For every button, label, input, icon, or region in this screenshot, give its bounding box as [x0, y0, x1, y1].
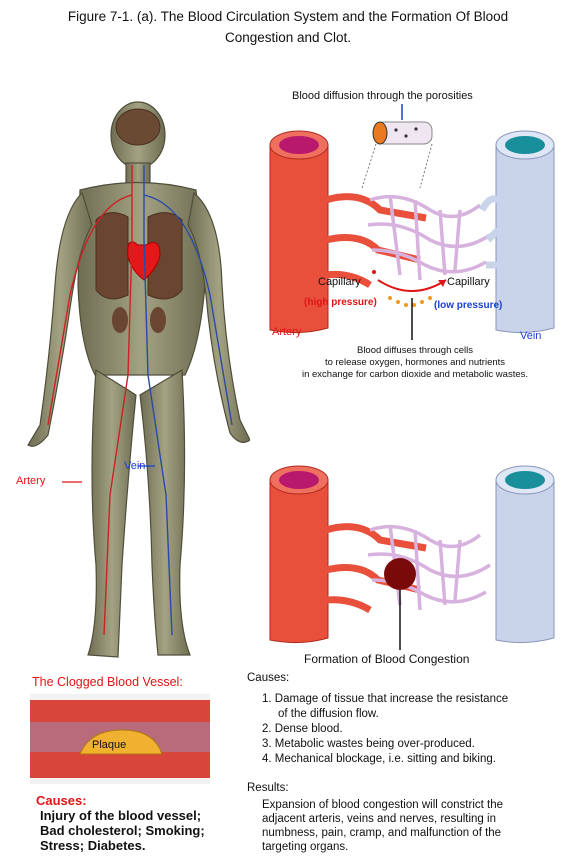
- figure-title: Figure 7-1. (a). The Blood Circulation S…: [0, 6, 576, 48]
- left-lung: [95, 212, 129, 300]
- capillary-network: [367, 194, 491, 281]
- heart-icon: [127, 241, 161, 281]
- left-kidney: [112, 307, 128, 333]
- right-kidney: [150, 307, 166, 333]
- results-line: numbness, pain, cramp, and malfunction o…: [262, 827, 502, 839]
- capillary-right-label: Capillary: [447, 276, 490, 288]
- body-vein-label: Vein: [124, 460, 146, 472]
- porous-tube-icon: [372, 121, 433, 145]
- vessel-wall-top: [30, 700, 210, 722]
- blood-vessels: [47, 165, 233, 636]
- clogged-cause-line: Stress; Diabetes.: [40, 838, 146, 853]
- brain: [115, 108, 161, 146]
- list-item: 3. Metabolic wastes being over-produced.: [262, 738, 475, 750]
- diffusion-vein-label: Vein: [520, 330, 542, 342]
- low-pressure-label: (low pressure): [434, 300, 503, 311]
- vessel-wall-bottom: [30, 752, 210, 778]
- list-item: of the diffusion flow.: [278, 708, 379, 720]
- right-lung: [147, 212, 183, 300]
- congestion-diagram: [269, 465, 555, 650]
- congestion-causes-heading: Causes:: [247, 672, 290, 684]
- figure-title-line2: Congestion and Clot.: [224, 30, 352, 45]
- clogged-causes-text: Injury of the blood vessel; Bad choleste…: [40, 808, 205, 853]
- clogged-cause-line: Bad cholesterol; Smoking;: [40, 823, 205, 838]
- list-item: 2. Dense blood.: [262, 723, 343, 735]
- clogged-cause-line: Injury of the blood vessel;: [40, 808, 202, 823]
- vein-vessel: [478, 130, 555, 334]
- plaque-deposit: [79, 729, 163, 755]
- diffusion-artery-label: Artery: [272, 326, 302, 338]
- results-heading: Results:: [247, 782, 289, 794]
- list-item: 1. Damage of tissue that increase the re…: [262, 693, 509, 705]
- list-item: 4. Mechanical blockage, i.e. sitting and…: [262, 753, 496, 765]
- diffusion-caption-line: Blood diffuses through cells: [356, 345, 473, 356]
- plaque-label: Plaque: [92, 739, 127, 751]
- high-pressure-label: (high pressure): [304, 297, 377, 308]
- body-artery-label: Artery: [16, 475, 46, 487]
- diffusion-diagram: [269, 104, 555, 340]
- congestion-causes-list: 1. Damage of tissue that increase the re…: [262, 692, 508, 767]
- vein-vessel: [495, 465, 555, 644]
- body-silhouette: [27, 101, 250, 658]
- flow-arrow: [377, 279, 447, 292]
- congestion-caption: Formation of Blood Congestion: [304, 652, 470, 666]
- diffusion-caption: Blood diffuses through cells to release …: [254, 345, 576, 381]
- capillary-left-label: Capillary: [318, 276, 361, 288]
- diffusion-dots: [388, 296, 432, 307]
- diffusion-caption-line: to release oxygen, hormones and nutrient…: [324, 357, 506, 368]
- results-line: adjacent arteris, veins and nerves, resu…: [262, 813, 496, 825]
- clogged-vessel-diagram: [30, 694, 210, 784]
- diffusion-caption-line: in exchange for carbon dioxide and metab…: [301, 369, 529, 380]
- figure-title-line1: Figure 7-1. (a). The Blood Circulation S…: [67, 9, 509, 24]
- human-body-illustration: [27, 101, 250, 658]
- results-line: Expansion of blood congestion will const…: [262, 799, 504, 811]
- congestion-clot: [384, 558, 416, 590]
- results-line: targeting organs.: [262, 841, 349, 853]
- artery-vessel: [269, 465, 427, 644]
- clogged-vessel-heading: The Clogged Blood Vessel:: [32, 675, 183, 689]
- artery-vessel: [269, 130, 427, 334]
- clogged-causes-heading: Causes:: [36, 793, 87, 808]
- results-text: Expansion of blood congestion will const…: [262, 798, 503, 854]
- diffusion-top-label: Blood diffusion through the porosities: [292, 90, 473, 102]
